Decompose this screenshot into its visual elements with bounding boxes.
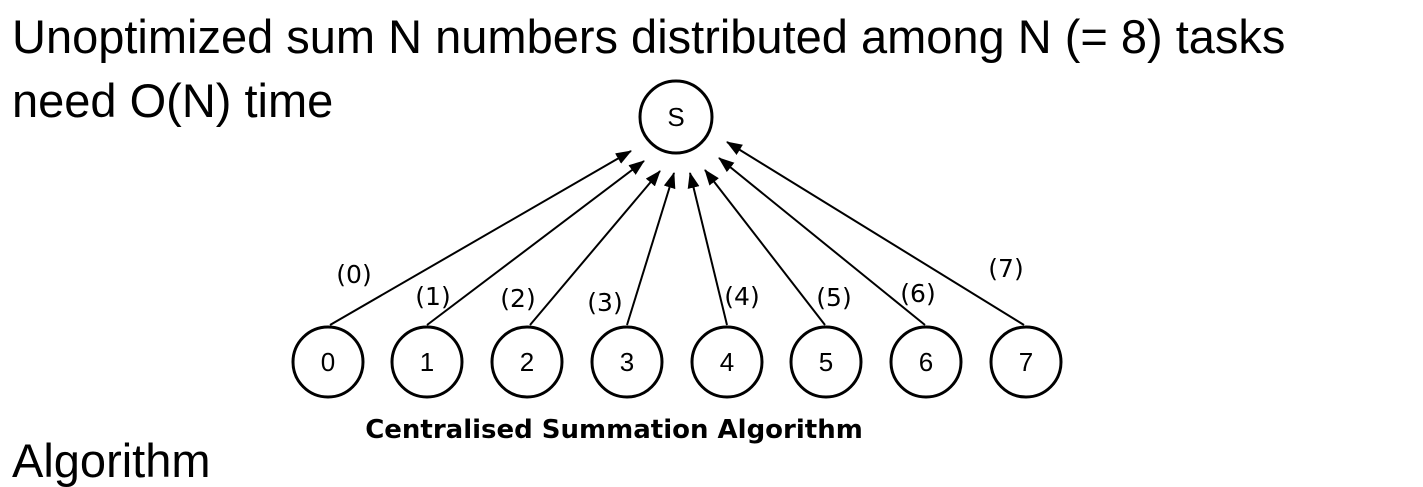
edge-arrow-0 bbox=[329, 150, 632, 326]
task-node-circle bbox=[291, 325, 365, 399]
task-node-circle bbox=[889, 325, 963, 399]
edge-label-4: (4) bbox=[724, 282, 759, 311]
edge-label-0: (0) bbox=[336, 260, 371, 289]
task-node-label: 4 bbox=[720, 347, 734, 377]
task-node-label: 7 bbox=[1019, 347, 1033, 377]
task-node-label: 6 bbox=[919, 347, 933, 377]
centralised-summation-diagram: (0) (1) (2) (3) (4) (5) (6) (7) S 0 1 2 3 4 5 6 7 Cent… bbox=[291, 79, 1063, 445]
task-node-7: 7 bbox=[989, 325, 1063, 399]
task-node-circle bbox=[989, 325, 1063, 399]
diagram-caption: Centralised Summation Algorithm bbox=[365, 415, 863, 445]
task-node-circle bbox=[789, 325, 863, 399]
edge-label-5: (5) bbox=[816, 283, 851, 312]
task-node-3: 3 bbox=[590, 325, 664, 399]
edge-arrow-5 bbox=[704, 169, 826, 326]
task-node-circle bbox=[590, 325, 664, 399]
task-node-label: 0 bbox=[321, 347, 335, 377]
edge-arrow-7 bbox=[726, 141, 1025, 326]
slide-title-line-1: Unoptimized sum N numbers distributed am… bbox=[12, 10, 1286, 63]
root-node-label: S bbox=[667, 102, 684, 132]
edge-arrow-4 bbox=[687, 172, 728, 326]
root-node-circle bbox=[638, 79, 714, 155]
task-node-5: 5 bbox=[789, 325, 863, 399]
edge-label-3: (3) bbox=[587, 288, 622, 317]
task-nodes: 0 1 2 3 4 5 6 7 bbox=[291, 325, 1063, 399]
task-node-label: 2 bbox=[520, 347, 534, 377]
edges bbox=[329, 141, 1025, 326]
task-node-4: 4 bbox=[690, 325, 764, 399]
task-node-circle bbox=[690, 325, 764, 399]
slide-title-line-2: need O(N) time bbox=[12, 74, 334, 127]
root-node: S bbox=[638, 79, 714, 155]
edge-arrow-3 bbox=[626, 172, 676, 326]
edge-label-2: (2) bbox=[500, 284, 535, 313]
task-node-label: 5 bbox=[819, 347, 833, 377]
edge-arrow-2 bbox=[529, 170, 661, 326]
task-node-label: 1 bbox=[420, 347, 434, 377]
edge-arrow-1 bbox=[426, 160, 645, 326]
edge-labels: (0) (1) (2) (3) (4) (5) (6) (7) bbox=[336, 254, 1023, 317]
task-node-circle bbox=[490, 325, 564, 399]
task-node-label: 3 bbox=[620, 347, 634, 377]
edge-label-7: (7) bbox=[988, 254, 1023, 283]
task-node-1: 1 bbox=[390, 325, 464, 399]
task-node-0: 0 bbox=[291, 325, 365, 399]
edge-label-1: (1) bbox=[415, 282, 450, 311]
edge-label-6: (6) bbox=[900, 279, 935, 308]
task-node-2: 2 bbox=[490, 325, 564, 399]
task-node-6: 6 bbox=[889, 325, 963, 399]
edge-arrow-6 bbox=[718, 157, 926, 326]
task-node-circle bbox=[390, 325, 464, 399]
